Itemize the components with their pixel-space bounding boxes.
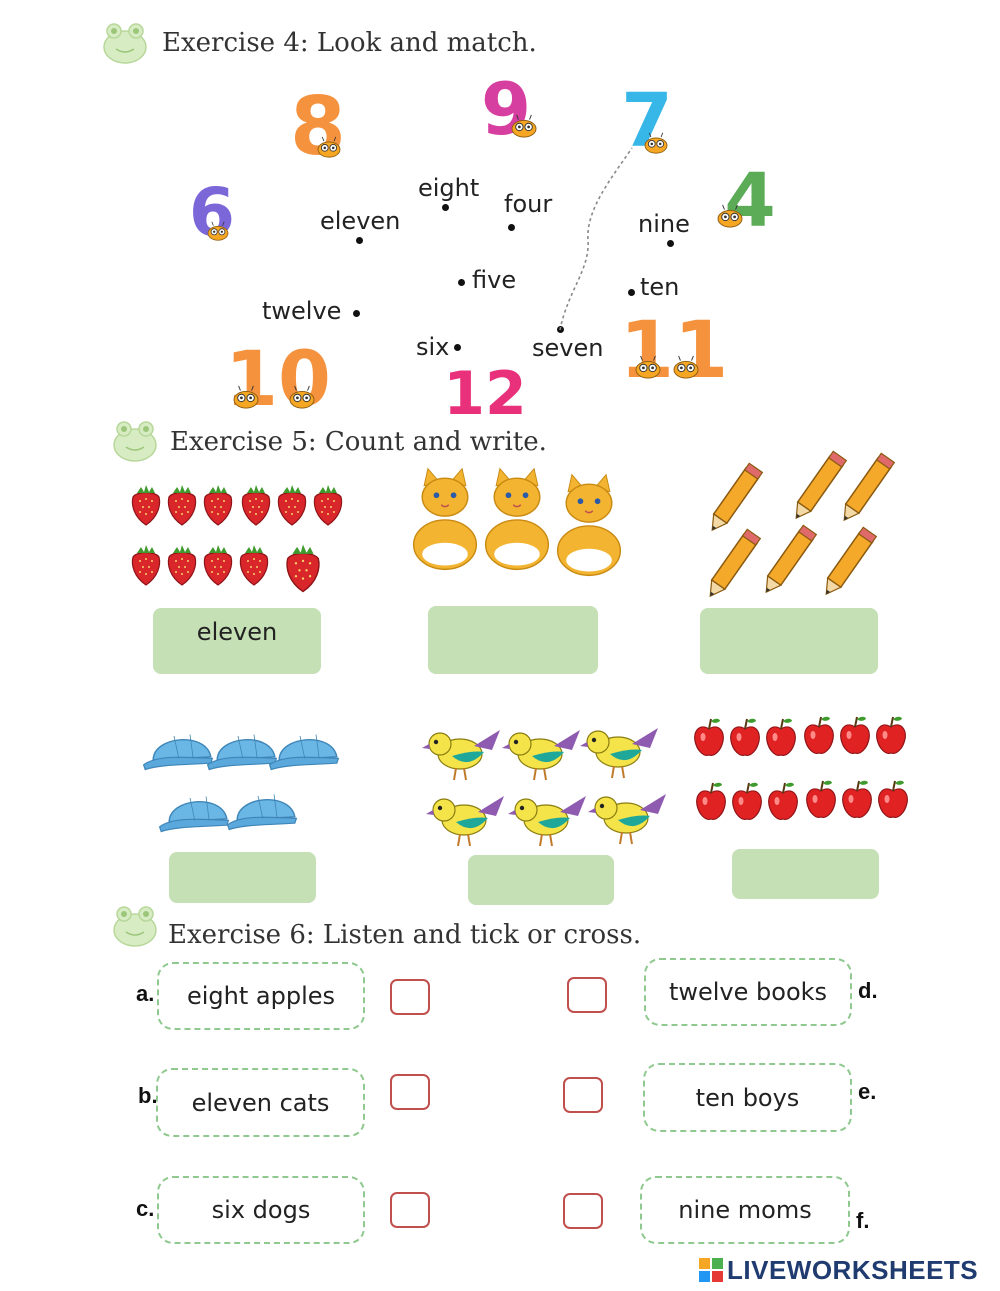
match-word-six: six bbox=[416, 333, 450, 361]
number-sticker-7: 7 bbox=[620, 77, 685, 169]
tick-box-d[interactable] bbox=[567, 977, 607, 1013]
strawberries-picture bbox=[131, 484, 343, 593]
item-letter-e: e. bbox=[858, 1079, 877, 1104]
number-sticker-12: 12 bbox=[442, 358, 530, 431]
item-letter-a: a. bbox=[136, 981, 155, 1006]
count-answer-birds[interactable] bbox=[468, 855, 614, 905]
phrase-six-dogs: six dogs bbox=[157, 1176, 365, 1244]
number-sticker-11: 11 bbox=[618, 305, 730, 399]
phrase-text: eight apples bbox=[186, 982, 336, 1010]
frog-icon bbox=[102, 22, 148, 64]
phrase-text: nine moms bbox=[678, 1196, 812, 1224]
liveworksheets-logo: LIVEWORKSHEETS bbox=[698, 1255, 978, 1285]
match-word-five: five bbox=[472, 266, 517, 294]
tick-box-a[interactable] bbox=[390, 979, 430, 1015]
count-answer-pencils[interactable] bbox=[700, 608, 878, 674]
phrase-eleven-cats: eleven cats bbox=[156, 1068, 365, 1137]
match-word-seven: seven bbox=[532, 334, 604, 362]
match-word-ten: ten bbox=[640, 273, 680, 301]
frog-icon bbox=[112, 905, 158, 947]
caps-picture bbox=[142, 733, 340, 833]
number-sticker-4: 4 bbox=[712, 157, 782, 246]
match-dot-nine[interactable] bbox=[667, 240, 674, 247]
number-sticker-10: 10 bbox=[224, 333, 333, 425]
svg-text:10: 10 bbox=[225, 334, 331, 423]
phrase-twelve-books: twelve books bbox=[644, 958, 852, 1026]
match-dot-ten[interactable] bbox=[628, 289, 635, 296]
tick-box-e[interactable] bbox=[563, 1077, 603, 1113]
birds-picture bbox=[422, 727, 667, 847]
pencils-picture bbox=[702, 450, 896, 600]
tick-box-f[interactable] bbox=[563, 1193, 603, 1229]
number-sticker-8: 8 bbox=[289, 79, 350, 179]
phrase-text: eleven cats bbox=[191, 1088, 330, 1117]
svg-text:9: 9 bbox=[481, 67, 531, 151]
exercise-4-title: Exercise 4: Look and match. bbox=[162, 28, 537, 58]
number-sticker-6: 6 bbox=[188, 173, 245, 254]
phrase-ten-boys: ten boys bbox=[643, 1063, 852, 1132]
brand-name: LIVEWORKSHEETS bbox=[727, 1254, 979, 1285]
frog-icon bbox=[112, 420, 158, 462]
item-letter-c: c. bbox=[136, 1196, 155, 1221]
phrase-text: ten boys bbox=[695, 1083, 800, 1112]
apples-picture bbox=[693, 715, 909, 821]
svg-text:11: 11 bbox=[620, 306, 729, 396]
count-answer-caps[interactable] bbox=[169, 852, 316, 903]
liveworksheets-logo-icon bbox=[699, 1258, 723, 1282]
tick-box-c[interactable] bbox=[390, 1192, 430, 1228]
cats-picture bbox=[412, 467, 622, 577]
match-dot-eleven[interactable] bbox=[356, 237, 363, 244]
match-dot-five[interactable] bbox=[458, 279, 465, 286]
match-word-four: four bbox=[504, 190, 553, 218]
match-dot-eight[interactable] bbox=[442, 204, 449, 211]
count-answer-text: eleven bbox=[196, 618, 278, 646]
exercise-5-title: Exercise 5: Count and write. bbox=[170, 427, 547, 457]
match-word-eleven: eleven bbox=[320, 207, 401, 235]
phrase-text: twelve books bbox=[668, 978, 828, 1006]
count-answer-strawberries[interactable]: eleven bbox=[153, 608, 321, 674]
match-word-nine: nine bbox=[638, 210, 690, 238]
phrase-eight-apples: eight apples bbox=[157, 962, 365, 1030]
count-answer-apples[interactable] bbox=[732, 849, 879, 899]
match-word-eight: eight bbox=[418, 174, 480, 202]
phrase-nine-moms: nine moms bbox=[640, 1176, 850, 1244]
match-word-twelve: twelve bbox=[262, 297, 342, 325]
phrase-text: six dogs bbox=[211, 1196, 311, 1224]
exercise-6-title: Exercise 6: Listen and tick or cross. bbox=[168, 920, 642, 950]
item-letter-d: d. bbox=[858, 978, 878, 1003]
svg-text:8: 8 bbox=[290, 80, 346, 173]
match-dot-twelve[interactable] bbox=[353, 310, 360, 317]
match-dot-six[interactable] bbox=[454, 344, 461, 351]
count-answer-cats[interactable] bbox=[428, 606, 598, 674]
svg-text:4: 4 bbox=[724, 158, 776, 244]
svg-text:7: 7 bbox=[621, 78, 673, 164]
number-sticker-9: 9 bbox=[479, 66, 550, 154]
item-letter-f: f. bbox=[856, 1208, 870, 1233]
item-letter-b: b. bbox=[138, 1083, 158, 1108]
svg-text:6: 6 bbox=[189, 174, 235, 251]
svg-text:12: 12 bbox=[443, 359, 527, 429]
example-match-line bbox=[559, 147, 633, 331]
tick-box-b[interactable] bbox=[390, 1074, 430, 1110]
match-dot-four[interactable] bbox=[508, 224, 515, 231]
